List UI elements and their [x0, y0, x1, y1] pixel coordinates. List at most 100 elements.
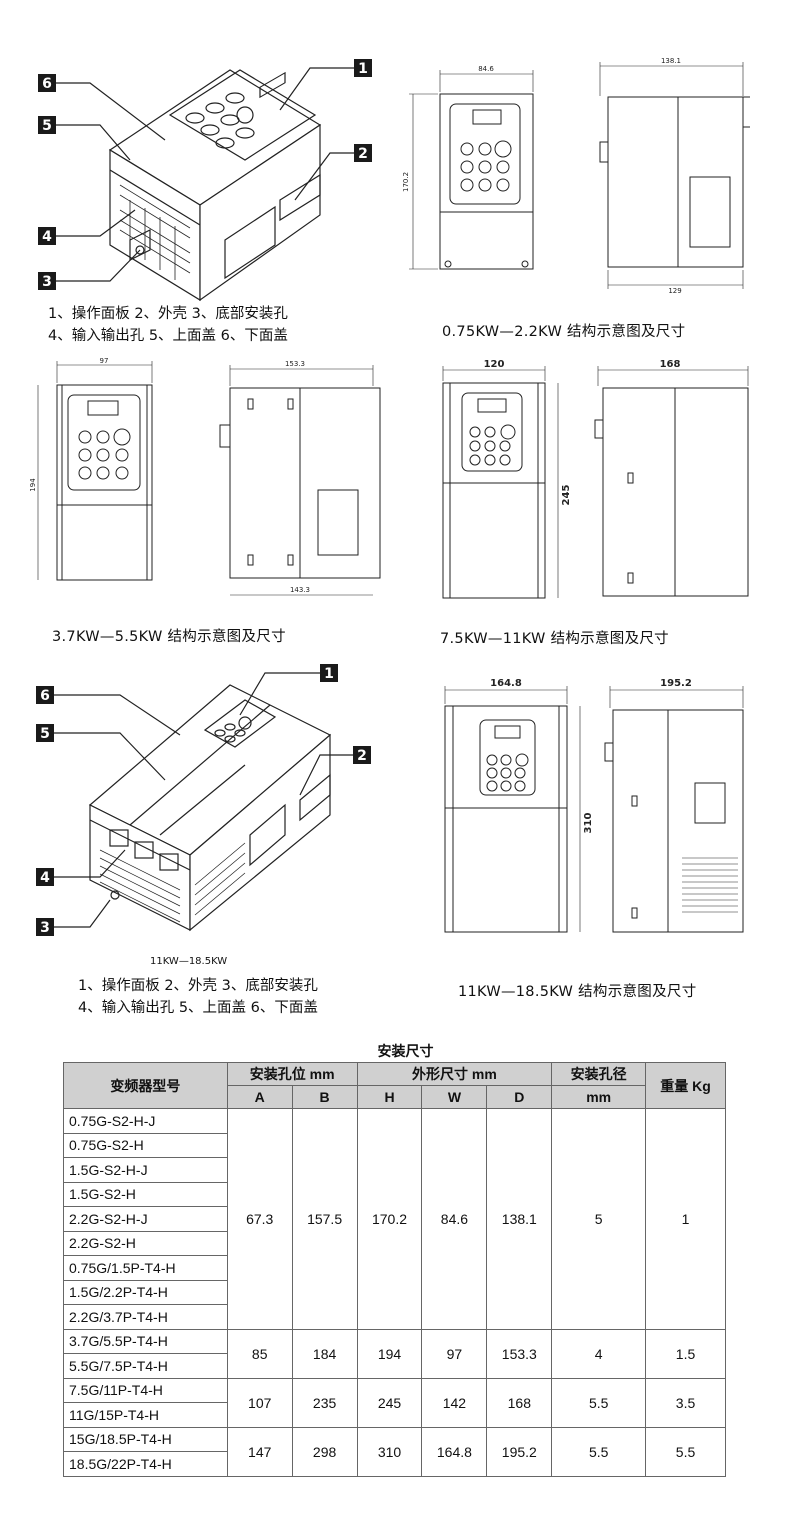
callout-5: 5 — [40, 726, 50, 742]
table-row: 1.5G-S2-H-J — [63, 1157, 726, 1183]
dim-side-depth-top: 138.1 — [661, 57, 681, 65]
table-row: 0.75G/1.5P-T4-H — [63, 1255, 726, 1281]
value-cell-h: 194 — [356, 1328, 423, 1379]
value-cell-weight: 1.5 — [645, 1328, 726, 1379]
dimension-drawing-3.7-5.5kw: 97 194 153.3 143.3 — [30, 357, 381, 596]
value-cell-b: 157.5 — [291, 1108, 358, 1330]
callout-4: 4 — [40, 870, 50, 886]
table-row: 5.5G/7.5P-T4-H — [63, 1353, 726, 1379]
model-cell: 2.2G-S2-H-J — [63, 1206, 228, 1232]
header-h: H — [356, 1085, 423, 1109]
header-model: 变频器型号 — [63, 1062, 228, 1109]
model-cell: 1.5G-S2-H — [63, 1181, 228, 1207]
value-cell-hole: 5.5 — [551, 1426, 647, 1477]
model-cell: 0.75G/1.5P-T4-H — [63, 1255, 228, 1281]
value-cell-weight: 5.5 — [645, 1426, 726, 1477]
callout-2: 2 — [358, 146, 368, 162]
value-cell-d: 153.3 — [486, 1328, 553, 1379]
model-cell: 5.5G/7.5P-T4-H — [63, 1353, 228, 1379]
value-cell-b: 235 — [291, 1377, 358, 1428]
parts-legend-line: 4、输入输出孔 5、上面盖 6、下面盖 — [48, 328, 288, 344]
value-cell-hole: 5 — [551, 1108, 647, 1330]
callout-1: 1 — [324, 666, 334, 682]
value-cell-a: 107 — [226, 1377, 293, 1428]
table-title: 安装尺寸 — [377, 1044, 434, 1060]
dim-front-width: 164.8 — [490, 678, 522, 689]
value-cell-w: 142 — [421, 1377, 488, 1428]
callout-6: 6 — [40, 688, 50, 704]
header-mount-pos: 安装孔位 mm — [226, 1062, 358, 1086]
parts-legend-line: 1、操作面板 2、外壳 3、底部安装孔 — [78, 978, 318, 994]
header-a: A — [226, 1085, 293, 1109]
install-dimensions-table: 变频器型号 安装孔位 mm 外形尺寸 mm 安装孔径 重量 Kg A B H W… — [63, 1062, 726, 1477]
header-outline: 外形尺寸 mm — [356, 1062, 553, 1086]
dim-side-depth-top: 153.3 — [285, 360, 305, 368]
parts-legend-line: 1、操作面板 2、外壳 3、底部安装孔 — [48, 306, 288, 322]
caption-0.75-2.2kw: 0.75KW—2.2KW 结构示意图及尺寸 — [442, 324, 686, 340]
callout-3: 3 — [42, 274, 52, 290]
value-cell-h: 170.2 — [356, 1108, 423, 1330]
model-cell: 2.2G/3.7P-T4-H — [63, 1304, 228, 1330]
callout-6: 6 — [42, 76, 52, 92]
header-hole-unit: mm — [551, 1085, 647, 1109]
callout-4: 4 — [42, 229, 52, 245]
value-cell-a: 85 — [226, 1328, 293, 1379]
dim-front-height: 245 — [561, 485, 572, 506]
value-cell-a: 67.3 — [226, 1108, 293, 1330]
isometric-drawing-large: 1 6 5 2 4 3 — [36, 664, 371, 936]
parts-legend-1: 1、操作面板 2、外壳 3、底部安装孔 4、输入输出孔 5、上面盖 6、下面盖 — [48, 303, 288, 347]
dimension-drawing-0.75-2.2kw: 84.6 170.2 138.1 129 — [402, 57, 750, 295]
dim-front-width: 120 — [484, 359, 505, 370]
header-b: B — [291, 1085, 358, 1109]
model-cell: 0.75G-S2-H — [63, 1132, 228, 1158]
dim-side-depth-top: 195.2 — [660, 678, 692, 689]
dim-front-height: 194 — [30, 478, 37, 492]
table-row: 1.5G-S2-H — [63, 1181, 726, 1207]
value-cell-a: 147 — [226, 1426, 293, 1477]
model-cell: 18.5G/22P-T4-H — [63, 1451, 228, 1477]
value-cell-d: 195.2 — [486, 1426, 553, 1477]
header-hole-dia: 安装孔径 — [551, 1062, 647, 1086]
parts-legend-2: 1、操作面板 2、外壳 3、底部安装孔 4、输入输出孔 5、上面盖 6、下面盖 — [78, 975, 318, 1019]
value-cell-h: 245 — [356, 1377, 423, 1428]
model-cell: 1.5G-S2-H-J — [63, 1157, 228, 1183]
value-cell-d: 138.1 — [486, 1108, 553, 1330]
dim-side-depth-bottom: 129 — [668, 287, 681, 295]
model-cell: 3.7G/5.5P-T4-H — [63, 1328, 228, 1354]
callout-1: 1 — [358, 61, 368, 77]
value-cell-w: 164.8 — [421, 1426, 488, 1477]
caption-3.7-5.5kw: 3.7KW—5.5KW 结构示意图及尺寸 — [52, 629, 286, 645]
caption-7.5-11kw: 7.5KW—11KW 结构示意图及尺寸 — [440, 631, 669, 647]
dimension-drawing-7.5-11kw: 120 245 168 — [442, 359, 749, 599]
model-cell: 15G/18.5P-T4-H — [63, 1426, 228, 1452]
value-cell-w: 97 — [421, 1328, 488, 1379]
model-cell: 2.2G-S2-H — [63, 1230, 228, 1256]
callout-3: 3 — [40, 920, 50, 936]
caption-11-18.5kw: 11KW—18.5KW 结构示意图及尺寸 — [458, 984, 697, 1000]
dim-front-height: 170.2 — [402, 172, 410, 192]
value-cell-weight: 1 — [645, 1108, 726, 1330]
dim-front-width: 97 — [100, 357, 109, 365]
model-cell: 11G/15P-T4-H — [63, 1402, 228, 1428]
model-cell: 0.75G-S2-H-J — [63, 1108, 228, 1134]
header-weight: 重量 Kg — [645, 1062, 726, 1109]
table-row: 18.5G/22P-T4-H — [63, 1451, 726, 1477]
dim-side-depth-top: 168 — [660, 359, 681, 370]
value-cell-hole: 5.5 — [551, 1377, 647, 1428]
value-cell-h: 310 — [356, 1426, 423, 1477]
value-cell-hole: 4 — [551, 1328, 647, 1379]
isometric-drawing-small: 6 5 4 3 1 2 — [38, 59, 372, 302]
dimension-drawing-11-18.5kw: 164.8 310 195.2 — [444, 678, 744, 933]
model-cell: 7.5G/11P-T4-H — [63, 1377, 228, 1403]
callout-5: 5 — [42, 118, 52, 134]
range-label: 11KW—18.5KW — [150, 956, 228, 967]
value-cell-b: 298 — [291, 1426, 358, 1477]
parts-legend-line: 4、输入输出孔 5、上面盖 6、下面盖 — [78, 1000, 318, 1016]
dim-front-height: 310 — [583, 813, 594, 834]
dim-side-depth-bottom: 143.3 — [290, 586, 310, 594]
table-row: 2.2G-S2-H-J — [63, 1206, 726, 1232]
